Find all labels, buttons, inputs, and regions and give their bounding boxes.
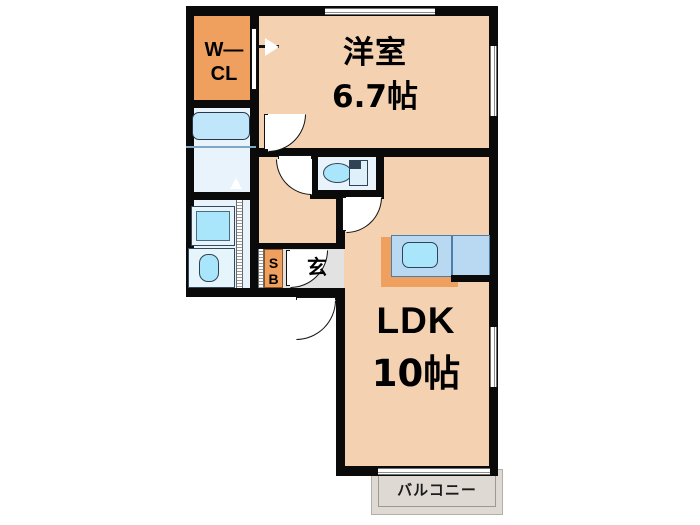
- wall-wetzone-south: [186, 288, 290, 297]
- label-entrance: 玄: [307, 255, 327, 279]
- window-ldk-east[interactable]: [490, 327, 497, 387]
- wall-east-lower: [489, 146, 498, 476]
- label-bedroom-name: 洋室: [343, 35, 407, 71]
- door-closet-panel[interactable]: [251, 28, 257, 90]
- wall-toilet-north: [310, 148, 384, 157]
- door-closet-arrow-head-icon: [265, 38, 279, 56]
- label-closet-line2: CL: [210, 63, 238, 85]
- wall-ldk-west: [336, 292, 345, 474]
- washroom-sliding-door-track[interactable]: [236, 200, 243, 288]
- label-ldk-name: LDK: [376, 300, 456, 341]
- kitchen-counter-edge-wall: [451, 275, 491, 282]
- label-balcony: バルコニー: [397, 481, 477, 499]
- label-bedroom-size: 6.7帖: [332, 79, 418, 115]
- wall-toilet-east: [376, 148, 384, 199]
- bath-drain-outline: [230, 178, 242, 189]
- shoe-box-hatch: [258, 249, 264, 288]
- toilet-lid: [349, 160, 361, 169]
- room-closet-floor: [193, 16, 255, 104]
- bathtub: [192, 112, 250, 140]
- window-ldk-south[interactable]: [378, 468, 490, 475]
- wall-toilet-west: [310, 148, 318, 199]
- wall-hall-west: [250, 156, 259, 292]
- wall-closet-south: [186, 100, 256, 108]
- bath-drain-icon: [230, 178, 242, 189]
- vanity-basin: [199, 254, 219, 282]
- wall-toilet-south: [310, 190, 384, 199]
- door-ldk-swing: [296, 300, 336, 340]
- wall-hall-east-top: [336, 196, 345, 248]
- kitchen-counter-seam: [451, 235, 453, 277]
- window-bedroom-east[interactable]: [490, 46, 497, 116]
- kitchen-sink: [402, 242, 438, 268]
- window-bedroom-north[interactable]: [325, 8, 435, 15]
- wall-west: [186, 6, 194, 297]
- wall-bath-south: [186, 192, 256, 200]
- washing-machine-inner: [196, 211, 230, 241]
- label-shoebox-line1: S: [268, 255, 279, 271]
- label-shoebox-line2: B: [268, 271, 279, 287]
- toilet-bowl: [323, 163, 352, 183]
- bath-divider: [186, 146, 256, 148]
- wall-entrance-north: [259, 243, 345, 249]
- label-ldk-size: 10帖: [371, 352, 461, 395]
- wall-entrance-south: [259, 288, 345, 297]
- label-closet-line1: W—: [204, 39, 244, 61]
- shoe-box: [264, 249, 283, 288]
